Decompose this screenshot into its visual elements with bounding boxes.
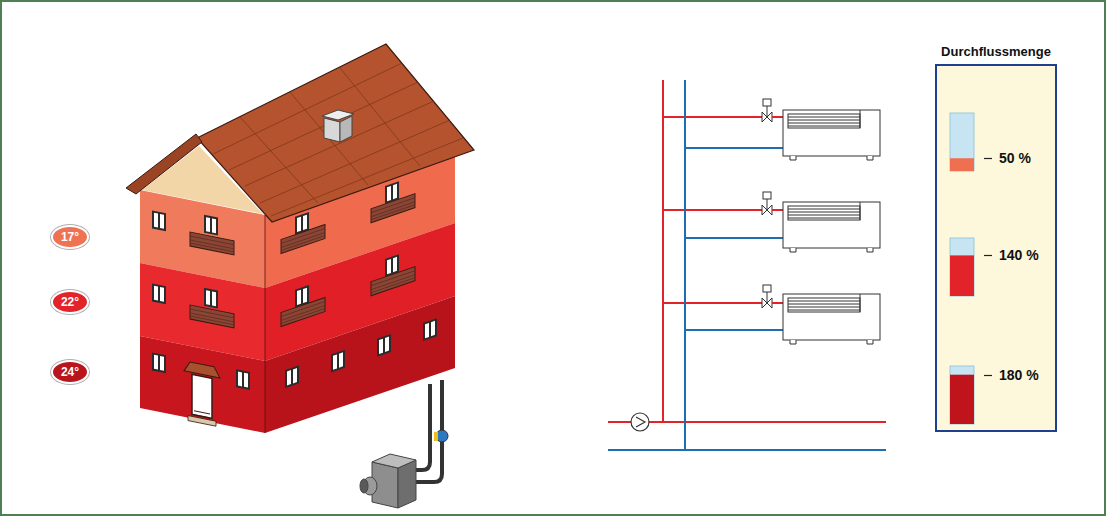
temperature-label: 17° <box>61 230 79 244</box>
window <box>423 318 437 341</box>
tick-line <box>984 375 992 376</box>
window <box>331 350 345 373</box>
temperature-label: 22° <box>61 295 79 309</box>
gauge-bar <box>949 237 975 297</box>
temperature-badge: 22° <box>51 290 89 314</box>
circulation-pump <box>631 413 649 431</box>
balcony <box>371 194 415 223</box>
gauge-tick <box>975 365 995 425</box>
balcony <box>190 232 234 255</box>
floor-ground <box>265 296 455 433</box>
return-pipe <box>608 80 886 450</box>
door-canopy <box>184 361 220 378</box>
gauge-level <box>950 255 974 296</box>
gauge-track <box>950 238 974 296</box>
balcony <box>371 267 415 296</box>
thermostatic-valves <box>762 99 783 308</box>
flow-gauge: 180 % <box>949 365 1039 425</box>
temperature-badge: 24° <box>51 360 89 384</box>
flow-percentage: 50 % <box>999 150 1031 166</box>
flow-panel: 50 %140 %180 %Durchflussmenge <box>935 64 1057 432</box>
window <box>152 352 166 373</box>
balcony <box>281 224 325 253</box>
window <box>204 215 218 236</box>
roof <box>197 44 474 222</box>
roof-edge <box>126 134 202 194</box>
gauge-track <box>950 113 974 171</box>
gauge-tick <box>975 112 995 172</box>
flow-percentage: 180 % <box>999 367 1039 383</box>
house-left-face <box>140 190 265 436</box>
gauge-level <box>950 375 974 424</box>
window <box>377 334 391 357</box>
window <box>236 369 250 390</box>
flow-gauge: 50 % <box>949 112 1031 172</box>
house-corner <box>265 215 266 433</box>
window <box>204 288 218 309</box>
floor-ground <box>140 336 265 433</box>
panel-heading: Durchflussmenge <box>941 44 1051 59</box>
supply-pipe <box>608 80 886 422</box>
valve <box>434 432 438 441</box>
chimney <box>322 110 354 142</box>
gauge-track <box>950 366 974 424</box>
window <box>285 365 299 388</box>
flow-percentage: 140 % <box>999 247 1039 263</box>
roof-tiles <box>213 63 463 216</box>
tick-line <box>984 255 992 256</box>
gauge-bar <box>949 112 975 172</box>
balcony <box>190 305 234 328</box>
radiators <box>783 110 880 344</box>
door-step <box>188 416 216 427</box>
window <box>152 210 166 231</box>
temperature-label: 24° <box>61 365 79 379</box>
balcony <box>281 297 325 326</box>
temperature-badge: 17° <box>51 225 89 249</box>
window <box>152 283 166 304</box>
door <box>192 374 212 418</box>
gauge-tick <box>975 237 995 297</box>
gauge-bar <box>949 365 975 425</box>
flow-gauge: 140 % <box>949 237 1039 297</box>
gauge-level <box>950 158 974 171</box>
boiler <box>360 454 416 508</box>
tick-line <box>984 158 992 159</box>
